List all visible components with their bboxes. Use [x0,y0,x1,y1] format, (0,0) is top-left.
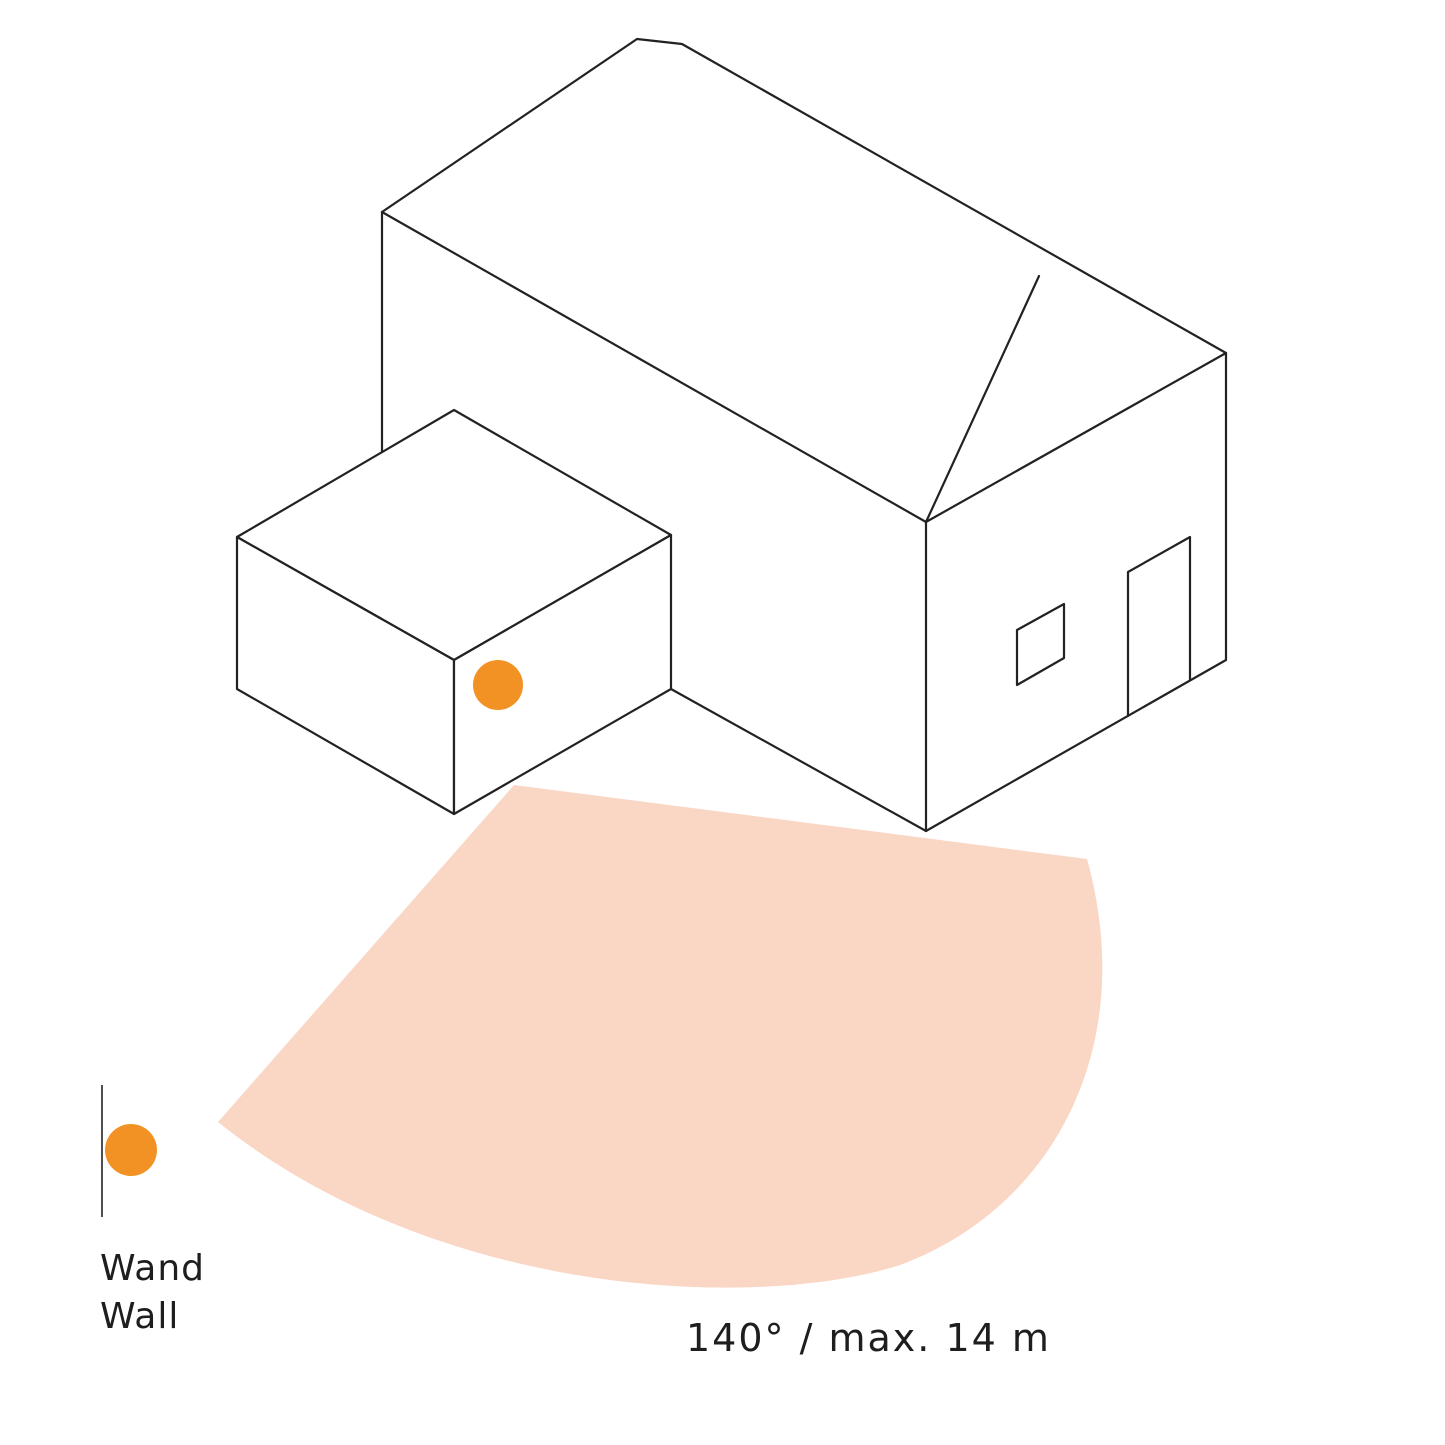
detection-area [218,785,1103,1288]
legend-label-de: Wand [100,1248,205,1289]
house-window [1015,602,1066,687]
house-side-wall-bottom [669,687,928,833]
wall-legend: Wand Wall [100,1085,205,1337]
roof-hip-line [924,274,1041,524]
house-roof [380,37,1228,524]
garage-front-face [452,533,673,816]
main-house [380,37,1228,833]
legend-label-en: Wall [100,1296,179,1337]
sensor-on-building-icon [473,660,523,710]
house-front-wall [924,351,1228,833]
house-door [1126,535,1192,718]
garage [235,408,673,816]
orange-dot-icon [105,1124,157,1176]
detection-range-label: 140° / max. 14 m [686,1316,1051,1360]
